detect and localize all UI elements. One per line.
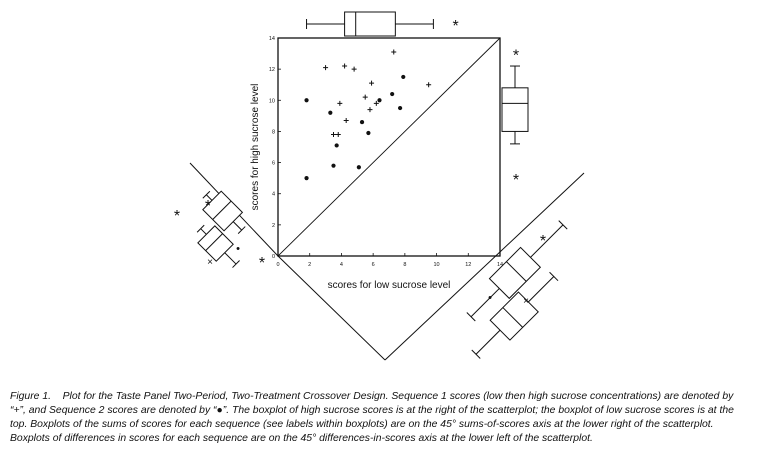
sums-box-seq1-cap-high xyxy=(558,220,568,230)
x-tick-label: 8 xyxy=(403,262,406,268)
sums-axis-left-arm xyxy=(277,255,386,361)
sums-axis-right-arm xyxy=(384,172,585,361)
diff-box-seq1-cap-low xyxy=(202,190,211,199)
diff-box-seq2 xyxy=(197,225,234,262)
x-axis-label: scores for low sucrose level xyxy=(328,280,451,291)
diff-box-dot-label: • xyxy=(236,243,240,255)
plus-point xyxy=(342,63,348,69)
dot-point xyxy=(359,119,365,125)
right-box-outlier-star: * xyxy=(513,172,519,189)
dot-point xyxy=(398,105,403,111)
diff-box-seq1 xyxy=(202,190,244,232)
diff-box-seq2-cap-high xyxy=(232,260,240,268)
plus-point xyxy=(351,66,357,72)
plus-point xyxy=(391,49,397,55)
dot-point xyxy=(328,110,333,115)
chart-canvas: scores for low sucrose level scores for … xyxy=(174,11,585,361)
dot-point xyxy=(334,143,339,148)
plus-point xyxy=(335,132,341,138)
sums-box-dot-label: • xyxy=(488,292,492,304)
plus-point xyxy=(331,132,336,138)
sums-boxplots xyxy=(466,220,568,359)
plus-point xyxy=(373,100,379,106)
sums-box-seq2-median xyxy=(502,307,524,328)
plus-point xyxy=(343,118,349,124)
y-tick-label: 10 xyxy=(269,98,275,104)
y-tick-label: 2 xyxy=(272,223,275,229)
caption-lead: Figure 1. xyxy=(10,391,52,402)
caption-text: Plot for the Taste Panel Two-Period, Two… xyxy=(10,391,734,444)
axis-ticks: 0 2 4 6 8 10 12 14 0 2 4 6 8 10 12 14 xyxy=(269,36,503,268)
diff-box-cross-label: × xyxy=(207,257,213,268)
sums-box-seq2-cap-low xyxy=(471,349,481,359)
y-axis-label: scores for high sucrose level xyxy=(250,84,261,211)
sums-box-seq1-cap-low xyxy=(466,312,476,322)
x-tick-label: 4 xyxy=(340,262,343,268)
dot-point xyxy=(390,91,395,97)
x-tick-label: 14 xyxy=(497,262,503,268)
data-points xyxy=(304,49,432,181)
sums-box-cross-label: × xyxy=(523,296,529,307)
top-box-iqr xyxy=(344,11,396,37)
dot-point xyxy=(304,176,309,181)
dot-point xyxy=(401,74,406,80)
plus-point xyxy=(426,82,432,88)
x-tick-label: 6 xyxy=(372,262,375,268)
high-sucrose-boxplot: ** xyxy=(501,48,529,189)
diff-outlier-star-3: * xyxy=(259,255,265,272)
diff-outlier-star-1: * xyxy=(174,208,180,225)
diff-outlier-star-2: * xyxy=(205,198,211,215)
dot-point xyxy=(366,130,371,136)
plus-point xyxy=(362,94,368,100)
right-box-outlier-star: * xyxy=(513,48,519,65)
y-tick-label: 0 xyxy=(272,254,275,260)
sums-box-seq1-median xyxy=(506,261,527,282)
x-tick-label: 2 xyxy=(308,262,311,268)
plot-frame xyxy=(277,37,501,257)
right-box-iqr xyxy=(501,87,529,132)
plus-point xyxy=(367,107,373,113)
differences-boxplots xyxy=(196,190,246,268)
plus-point xyxy=(323,65,329,71)
low-sucrose-boxplot: * xyxy=(306,11,459,37)
dot-point xyxy=(356,165,361,170)
y-tick-label: 4 xyxy=(272,192,275,198)
dot-point xyxy=(304,98,309,103)
y-tick-label: 8 xyxy=(272,129,275,135)
figure-caption: Figure 1. Plot for the Taste Panel Two-P… xyxy=(10,390,750,446)
figure: scores for low sucrose level scores for … xyxy=(174,11,585,361)
diff-box-seq2-median xyxy=(205,233,223,251)
y-tick-label: 14 xyxy=(269,36,275,42)
plus-point xyxy=(369,80,375,86)
sums-box-seq1 xyxy=(488,246,542,300)
diff-box-seq1-cap-high xyxy=(237,226,246,234)
diagonal-reference-line xyxy=(277,37,501,257)
y-tick-label: 6 xyxy=(272,161,275,167)
diff-box-seq1-median xyxy=(212,200,232,220)
top-box-outlier-star: * xyxy=(452,18,458,35)
dot-point xyxy=(331,163,336,168)
y-tick-label: 12 xyxy=(269,67,275,73)
dot-point xyxy=(377,98,382,103)
diff-box-seq2-cap-low xyxy=(196,224,205,233)
sums-box-seq2-cap-high xyxy=(549,271,559,282)
x-tick-label: 10 xyxy=(434,262,440,268)
plus-point xyxy=(337,100,343,106)
sums-outlier-star: * xyxy=(540,233,546,250)
x-tick-label: 0 xyxy=(276,262,279,268)
x-tick-label: 12 xyxy=(465,262,471,268)
sums-box-seq2 xyxy=(489,291,539,341)
